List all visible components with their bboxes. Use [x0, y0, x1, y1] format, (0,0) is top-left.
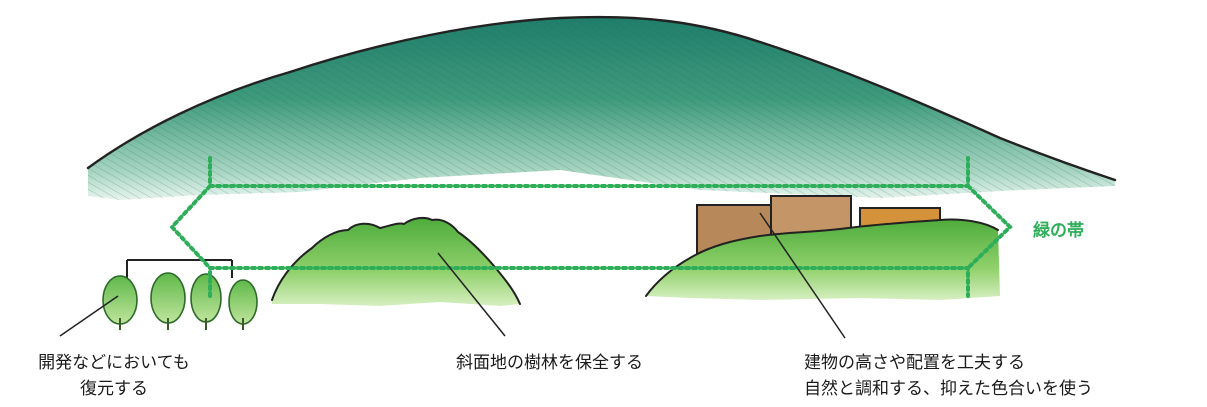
slope-forest — [271, 216, 521, 306]
leader-lines — [59, 212, 846, 339]
restore-label: 開発などにおいても 復元する — [6, 350, 222, 402]
tree-1 — [102, 275, 138, 330]
slope-forest-label: 斜面地の樹林を保全する — [456, 353, 643, 373]
tree-3 — [190, 273, 222, 330]
mountain — [86, 15, 1117, 200]
building-label-line1: 建物の高さや配置を工夫する — [804, 353, 1025, 373]
leader-building — [759, 212, 846, 339]
leader-slope-forest — [437, 252, 506, 337]
mountain-ridge-outline — [86, 15, 1117, 182]
tree-4 — [228, 279, 258, 330]
right-shrubs — [645, 218, 1000, 300]
green-band-outline — [169, 156, 1013, 298]
restore-label-line1: 開発などにおいても — [38, 353, 190, 373]
restored-trees — [102, 259, 258, 330]
green-band-label: 緑の帯 — [1033, 221, 1084, 241]
tree-2 — [150, 272, 186, 330]
building-label-line2: 自然と調和する、抑えた色合いを使う — [804, 379, 1093, 399]
restore-label-line2: 復元する — [80, 379, 148, 399]
leader-restore — [59, 295, 119, 337]
building-label: 建物の高さや配置を工夫する 自然と調和する、抑えた色合いを使う — [804, 350, 1093, 402]
